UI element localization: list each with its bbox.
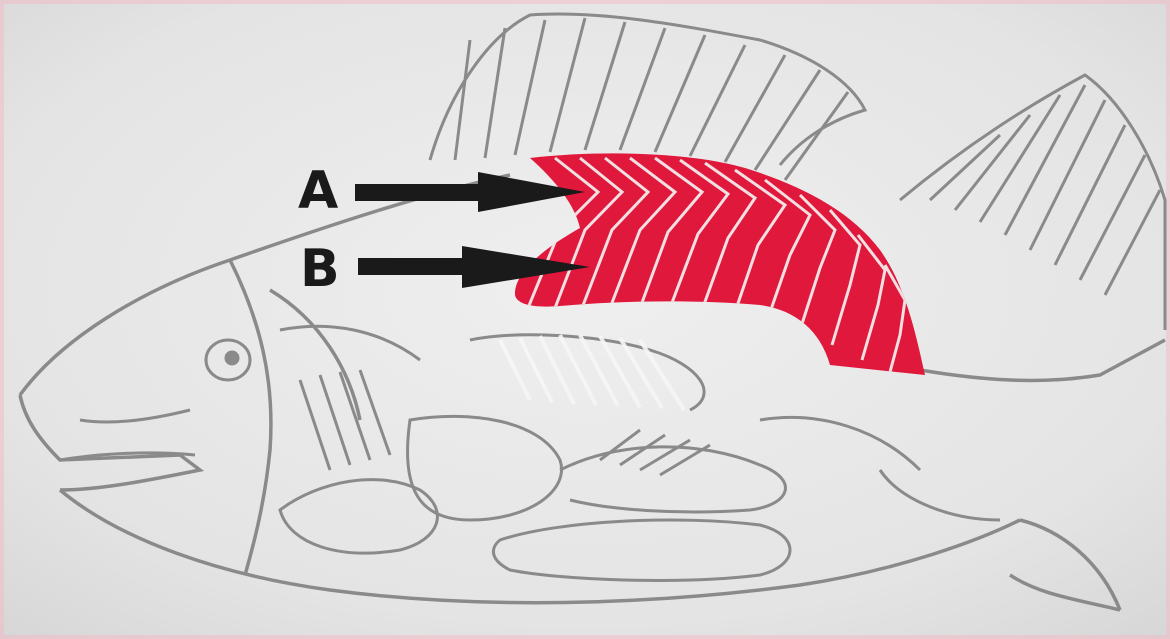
label-a: A: [298, 165, 338, 217]
label-b: B: [300, 243, 340, 295]
